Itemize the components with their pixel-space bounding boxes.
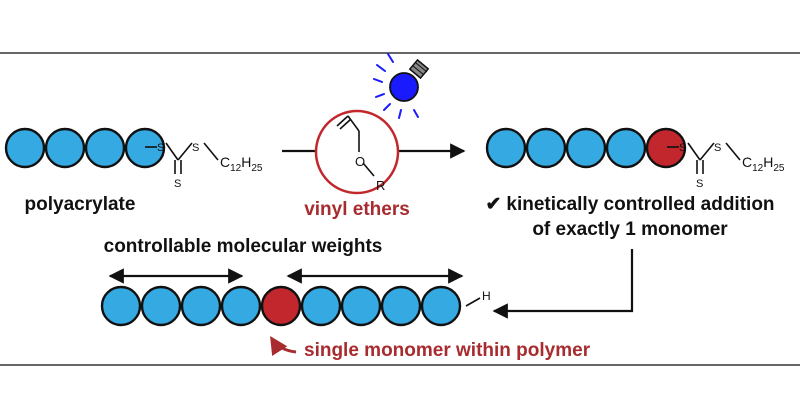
elbow-arrow [492,249,634,319]
alkyl-group: C12H25 [220,154,263,174]
monomer-bead [44,127,86,169]
atom-s1: S [157,142,164,154]
final-polymer-chain [100,285,462,327]
monomer-bead [100,285,142,327]
vinyl-ethers-label: vinyl ethers [304,199,410,220]
product-atom-s1: S [679,142,686,154]
monomer-bead [300,285,342,327]
product-chain [485,127,687,169]
product-alkyl-group: C12H25 [742,154,785,174]
product-end-group [667,142,741,174]
monomer-bead [380,285,422,327]
product-atom-s2: S [714,142,721,154]
product-caption-line2: of exactly 1 monomer [532,219,728,240]
monomer-bead [84,127,126,169]
polyacrylate-end-group [145,142,219,174]
monomer-bead [180,285,222,327]
polyacrylate-label: polyacrylate [25,194,136,215]
atom-s2: S [192,142,199,154]
monomer-bead [605,127,647,169]
monomer-bead [124,127,166,169]
polyacrylate-atoms: S S S C12H25 [157,142,263,190]
single-monomer-label: single monomer within polymer [304,340,591,361]
molecular-weights-label: controllable molecular weights [104,236,383,257]
polyacrylate-chain [4,127,166,169]
monomer-bead [4,127,46,169]
monomer-bead [420,285,462,327]
final-end-atom: H [482,289,491,303]
product-atom-s3: S [696,178,703,190]
monomer-bead [220,285,262,327]
single-monomer-bead [260,285,302,327]
vinyl-ether-circle [314,109,400,195]
monomer-bead [485,127,527,169]
light-bulb-icon [373,53,430,119]
curved-arrow-icon [270,335,297,356]
check-mark-icon: ✔ [485,194,501,215]
monomer-bead [140,285,182,327]
monomer-bead [525,127,567,169]
atom-s3: S [174,178,181,190]
atom-o: O [355,154,365,169]
monomer-bead [565,127,607,169]
single-monomer-bead [645,127,687,169]
monomer-bead [340,285,382,327]
product-atoms: S S S C12H25 [679,142,785,190]
product-caption-line1: ✔kinetically controlled addition [485,194,774,215]
final-end-bond [465,297,481,307]
atom-r: R [376,178,385,193]
vinyl-ether-structure [336,115,375,177]
